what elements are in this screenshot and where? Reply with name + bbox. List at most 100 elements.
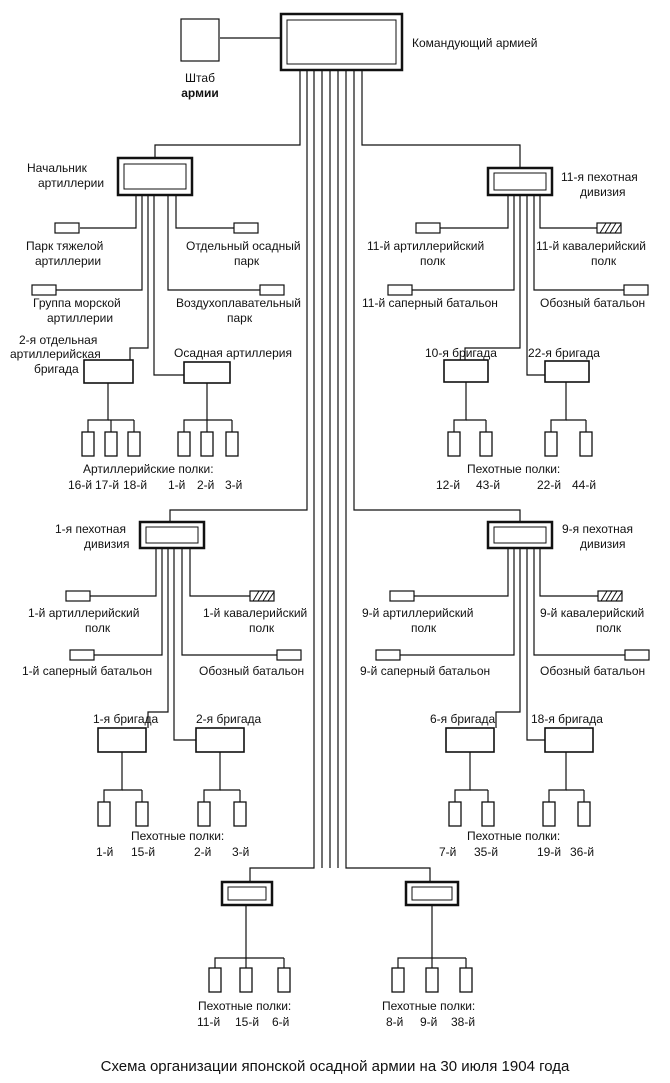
art-brigade2-label-2: артиллерийская — [10, 347, 101, 361]
div11-art-label-1: 11-й артиллерийский — [367, 239, 484, 253]
regiment-box — [239, 967, 253, 993]
unit-boxes — [31, 222, 650, 661]
div9-sapper-box — [375, 649, 401, 661]
div1-art-box — [65, 590, 91, 602]
art-regiment-number: 1-й — [168, 478, 185, 492]
div9-train-label: Обозный батальон — [540, 664, 645, 678]
naval-group-box — [31, 284, 57, 296]
naval-group-label-1: Группа морской — [33, 296, 121, 310]
div9-sapper-label: 9-й саперный батальон — [360, 664, 490, 678]
diagram-caption: Схема организации японской осадной армии… — [101, 1058, 570, 1075]
heavy-park-box — [54, 222, 80, 234]
staff-box — [180, 18, 220, 62]
siege-park-label-1: Отдельный осадный — [186, 239, 301, 253]
regiment-box — [425, 967, 439, 993]
div11-brigade-22-box — [544, 360, 590, 383]
div11-title-2: дивизия — [580, 185, 626, 199]
div11-art-label-2: полк — [420, 254, 446, 268]
div1-title-2: дивизия — [84, 537, 130, 551]
connector-lines — [56, 37, 625, 968]
art-regiment-number: 17-й — [95, 478, 119, 492]
reserve-left-regiment-number: 6-й — [272, 1015, 289, 1029]
div1-box — [138, 520, 206, 550]
div11-title-1: 11-я пехотная — [561, 170, 638, 184]
regiment-box — [225, 431, 239, 457]
div1-train-label: Обозный батальон — [199, 664, 304, 678]
div11-sapper-label: 11-й саперный батальон — [362, 296, 498, 310]
regiment-box — [81, 431, 95, 457]
div9-cav-label-1: 9-й кавалерийский — [540, 606, 644, 620]
div11-cav-label-1: 11-й кавалерийский — [536, 239, 646, 253]
regiment-box — [391, 967, 405, 993]
div1-cav-label-2: полк — [249, 621, 275, 635]
div11-art-box — [415, 222, 441, 234]
art-regiment-number: 2-й — [197, 478, 214, 492]
reserve-left-box — [220, 880, 274, 907]
art-regiment-number: 18-й — [123, 478, 147, 492]
regiment-box — [481, 801, 495, 827]
art-brigade2-label-3: бригада — [34, 362, 79, 376]
div1-art-label-2: полк — [85, 621, 111, 635]
art-brigade2-label-1: 2-я отдельная — [19, 333, 97, 347]
div11-brigade-10-box — [443, 359, 489, 383]
siege-art-label: Осадная артиллерия — [174, 346, 292, 360]
reserve-left-regiment-number: 15-й — [235, 1015, 259, 1029]
regiment-box — [200, 431, 214, 457]
regiment-box — [459, 967, 473, 993]
regiment-box — [197, 801, 211, 827]
div11-regiment-number: 22-й — [537, 478, 561, 492]
div9-brigade-6-box — [445, 727, 495, 753]
reserve-right-regiment-number: 8-й — [386, 1015, 403, 1029]
div11-sapper-box — [387, 284, 413, 296]
div9-title-1: 9-я пехотная — [562, 522, 633, 536]
reserve-right-regiments-title: Пехотные полки: — [382, 999, 475, 1013]
commander-label: Командующий армией — [412, 36, 538, 50]
div1-train-box — [276, 649, 302, 661]
staff-label-2: армии — [181, 86, 218, 100]
div9-brig-a-label: 6-я бригада — [430, 712, 496, 726]
div11-regiment-number: 43-й — [476, 478, 500, 492]
div9-cav-box — [597, 590, 623, 602]
div1-regiment-number: 15-й — [131, 845, 155, 859]
div1-brig-b-label: 2-я бригада — [196, 712, 262, 726]
art-chief-label-2: артиллерии — [38, 176, 104, 190]
staff-label-1: Штаб — [185, 71, 215, 85]
div1-cav-box — [249, 590, 275, 602]
art-regiment-number: 16-й — [68, 478, 92, 492]
div9-art-label-1: 9-й артиллерийский — [362, 606, 473, 620]
div11-regiment-number: 12-й — [436, 478, 460, 492]
reserve-left-regiments-title: Пехотные полки: — [198, 999, 291, 1013]
regiment-box — [177, 431, 191, 457]
div1-regiment-number: 1-й — [96, 845, 113, 859]
commander-box — [279, 12, 404, 72]
heavy-park-label-2: артиллерии — [35, 254, 101, 268]
div9-art-box — [389, 590, 415, 602]
regiment-box — [208, 967, 222, 993]
div9-regiments-title: Пехотные полки: — [467, 829, 560, 843]
regiment-box — [104, 431, 118, 457]
art-regiments-title: Артиллерийские полки: — [83, 462, 214, 476]
div1-title-1: 1-я пехотная — [55, 522, 126, 536]
regiment-boxes — [81, 431, 593, 993]
naval-group-label-2: артиллерии — [47, 311, 113, 325]
div1-regiment-number: 3-й — [232, 845, 249, 859]
siege-park-box — [233, 222, 259, 234]
div11-brig-b-label: 22-я бригада — [528, 346, 600, 360]
div11-brig-a-label: 10-я бригада — [425, 346, 497, 360]
div9-regiment-number: 7-й — [439, 845, 456, 859]
div9-regiment-number: 35-й — [474, 845, 498, 859]
regiment-box — [135, 801, 149, 827]
div1-brigade-2-box — [195, 727, 245, 753]
regiment-box — [579, 431, 593, 457]
div11-cav-label-2: полк — [591, 254, 617, 268]
regiment-box — [447, 431, 461, 457]
div11-train-box — [623, 284, 649, 296]
div11-regiments-title: Пехотные полки: — [467, 462, 560, 476]
cavalry-boxes — [249, 222, 623, 602]
reserve-right-box — [404, 880, 460, 907]
div1-sapper-label: 1-й саперный батальон — [22, 664, 152, 678]
siege-park-label-2: парк — [234, 254, 260, 268]
div9-title-2: дивизия — [580, 537, 626, 551]
